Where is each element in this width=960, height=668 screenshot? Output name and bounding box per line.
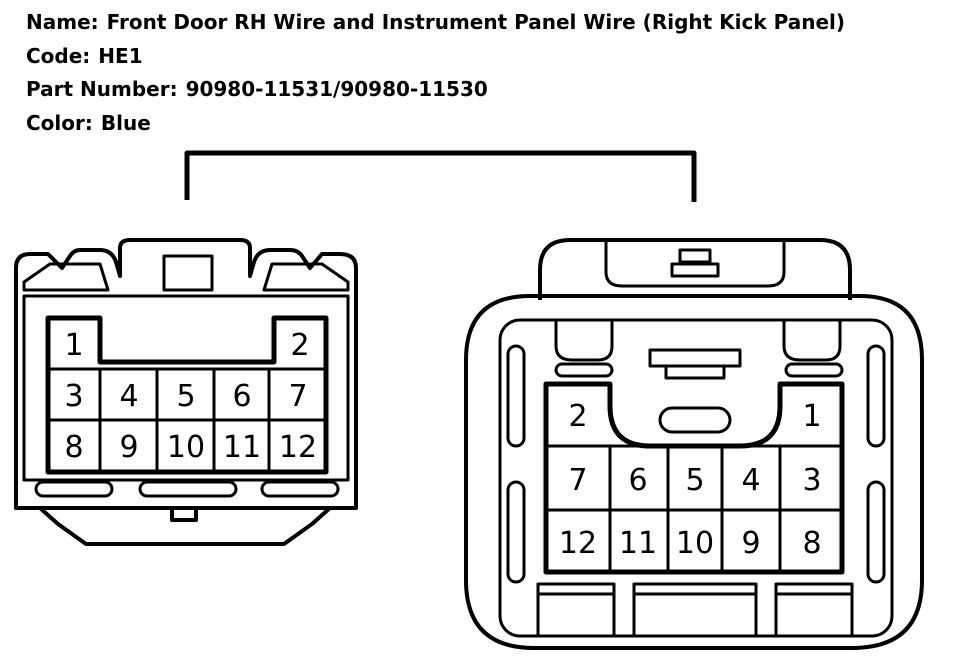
color-label: Color: [26,110,93,135]
code-value: HE1 [98,43,143,68]
mating-bracket [184,150,697,202]
left-pin-5: 5 [176,379,195,414]
color-value: Blue [100,110,151,135]
right-pin-9: 9 [741,526,760,561]
left-connector-inner-wall [22,294,350,482]
left-pin-3: 3 [64,379,83,414]
right-connector-lock-tab-top [678,248,712,264]
right-connector-grid [546,444,842,572]
part-number-row: Part Number: 90980-11531/90980-11530 [26,73,845,107]
right-connector-outer-shell [464,294,924,650]
left-pin-2: 2 [290,328,309,363]
code-row: Code: HE1 [26,40,845,74]
right-connector-slot-right-top [866,344,886,448]
right-connector-bottom-latch-center [632,582,758,638]
left-connector-slot-right [260,480,340,498]
right-connector-bottom-latch-left [536,582,616,638]
right-connector-lock-arm [604,240,786,288]
right-connector-center-key [648,348,742,368]
left-pin-1: 1 [64,328,83,363]
right-pin-5: 5 [685,463,704,498]
connector-info: Name: Front Door RH Wire and Instrument P… [26,6,845,140]
left-pin-4: 4 [119,379,138,414]
right-pin-3: 3 [802,463,821,498]
left-connector-base-tab [38,506,332,546]
right-pin-1: 1 [802,399,821,434]
right-connector-guide-right [782,320,842,362]
left-connector-housing [14,238,358,510]
left-pin-11: 11 [223,430,261,465]
left-connector: 1 2 3 4 5 6 7 8 9 10 11 12 [14,238,358,546]
name-row: Name: Front Door RH Wire and Instrument P… [26,6,845,40]
right-connector-slot-left-bottom [506,480,526,584]
left-pin-10: 10 [167,430,205,465]
right-pin-10: 10 [676,526,714,561]
left-connector-latch [162,254,214,292]
right-pin-12: 12 [559,526,597,561]
name-label: Name: [26,10,99,34]
right-connector-top-cap [538,238,852,300]
right-connector-slot-left-top [506,344,526,448]
part-number-value: 90980-11531/90980-11530 [185,77,488,101]
right-pin-11: 11 [619,526,657,561]
left-connector-slot-center [138,480,238,498]
left-connector-slot-left [34,480,114,498]
left-connector-ear-left [22,262,110,292]
right-connector-center-key-inner [664,364,726,380]
right-pin-6: 6 [628,463,647,498]
right-pin-4: 4 [741,463,760,498]
right-pin-8: 8 [802,526,821,561]
part-number-label: Part Number: [26,77,178,101]
right-connector-guide-right-slot [784,362,844,378]
right-connector: 2 1 7 6 5 4 3 12 11 10 9 8 [464,238,924,650]
color-row: Color: Blue [26,107,845,141]
name-value: Front Door RH Wire and Instrument Panel … [106,10,846,34]
right-connector-slot-right-bottom [866,480,886,584]
left-connector-bottom-key [170,506,198,522]
right-pin-7: 7 [568,463,587,498]
left-connector-cavity [45,315,329,475]
right-connector-bottom-latch-right [774,582,854,638]
right-pin-2: 2 [568,399,587,434]
right-connector-center-oval [658,406,732,434]
left-pin-12: 12 [279,430,317,465]
left-pin-7: 7 [288,379,307,414]
left-connector-grid [48,367,326,472]
left-pin-8: 8 [64,430,83,465]
right-connector-guide-left [554,320,614,362]
right-connector-lock-tab-bottom [670,262,720,278]
right-connector-guide-left-slot [554,362,614,378]
code-label: Code: [26,43,91,68]
left-pin-6: 6 [232,379,251,414]
left-connector-ear-right [262,262,350,292]
left-pin-9: 9 [119,430,138,465]
